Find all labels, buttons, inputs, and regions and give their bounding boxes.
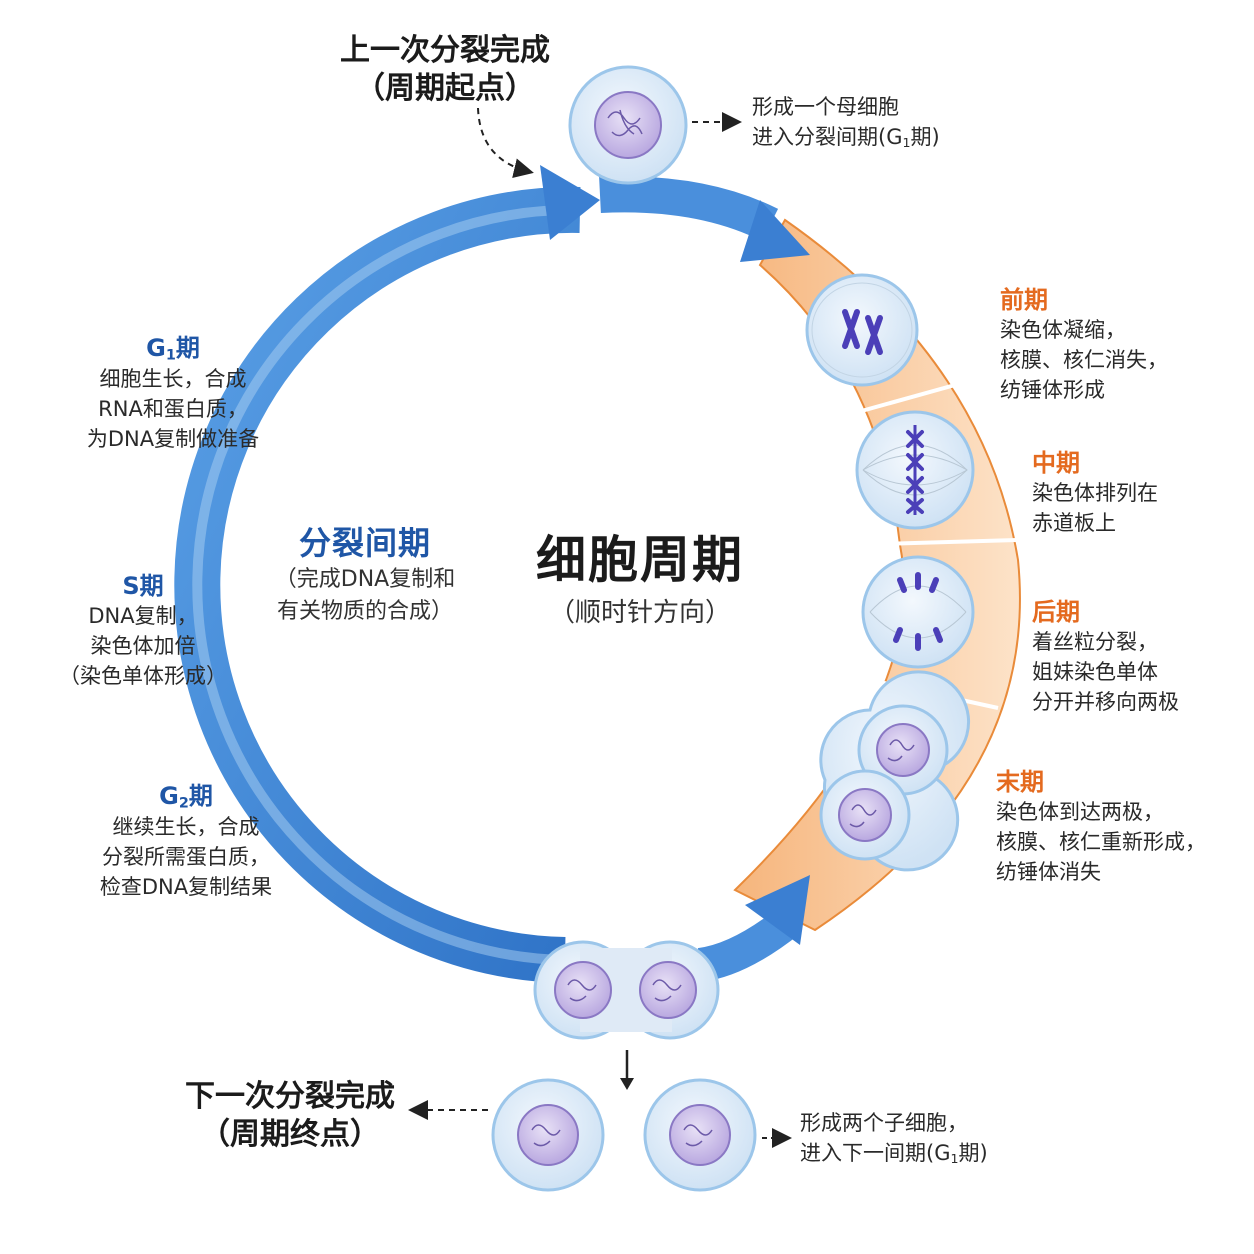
- g1-block: G1期 细胞生长，合成 RNA和蛋白质， 为DNA复制做准备: [50, 328, 296, 454]
- center-title-block: 细胞周期 （顺时针方向）: [520, 520, 760, 629]
- metaphase-desc-line2: 赤道板上: [1032, 511, 1116, 535]
- telophase-label: 末期: [996, 768, 1044, 796]
- s-desc-line1: DNA复制，: [88, 604, 198, 628]
- g2-label: G2期: [159, 782, 213, 812]
- interphase-block: 分裂间期 （完成DNA复制和 有关物质的合成）: [260, 518, 470, 628]
- anaphase-cell: [861, 555, 975, 669]
- daughter-note-line2: 进入下一间期(G1期): [800, 1141, 988, 1167]
- s-block: S期 DNA复制， 染色体加倍 （染色单体形成）: [30, 566, 256, 691]
- daughter-cell-left: [491, 1078, 605, 1192]
- metaphase-desc-line1: 染色体排列在: [1032, 481, 1158, 505]
- prophase-desc-line2: 核膜、核仁消失，: [1000, 348, 1168, 372]
- end-title-line2: （周期终点）: [200, 1117, 380, 1152]
- start-title: 上一次分裂完成 （周期起点）: [330, 32, 560, 108]
- g1-desc-line2: RNA和蛋白质，: [98, 396, 248, 421]
- prophase-label: 前期: [1000, 286, 1048, 314]
- s-label: S期: [122, 572, 164, 600]
- g2-desc-line1: 继续生长，合成: [112, 814, 260, 839]
- mother-note-line2: 进入分裂间期(G1期): [752, 125, 940, 151]
- g1-desc-line3: 为DNA复制做准备: [86, 426, 260, 451]
- daughter-note-line1: 形成两个子细胞，: [800, 1111, 968, 1135]
- mother-cell-note: 形成一个母细胞 进入分裂间期(G1期): [752, 92, 940, 158]
- end-title: 下一次分裂完成 （周期终点）: [175, 1078, 405, 1154]
- interphase-title: 分裂间期: [298, 524, 431, 562]
- dividing-cell: [533, 940, 720, 1040]
- prophase-cell: [805, 273, 919, 387]
- mother-cell: [568, 65, 688, 185]
- g1-desc-line1: 细胞生长，合成: [99, 366, 247, 391]
- anaphase-block: 后期 着丝粒分裂， 姐妹染色单体 分开并移向两极: [1032, 592, 1179, 717]
- anaphase-desc-line1: 着丝粒分裂，: [1032, 630, 1158, 654]
- metaphase-cell: [855, 410, 975, 530]
- mother-note-line1: 形成一个母细胞: [752, 95, 899, 119]
- anaphase-desc-line3: 分开并移向两极: [1032, 690, 1179, 714]
- telophase-cell: [819, 670, 971, 872]
- s-desc-line2: 染色体加倍: [90, 634, 196, 658]
- start-title-line1: 上一次分裂完成: [340, 33, 550, 68]
- daughter-cell-right: [643, 1078, 757, 1192]
- prophase-desc-line3: 纺锤体形成: [1000, 378, 1105, 402]
- center-subtitle: （顺时针方向）: [548, 598, 731, 628]
- end-title-line1: 下一次分裂完成: [185, 1079, 395, 1114]
- band-divider-1: [821, 378, 974, 424]
- g1-label: G1期: [146, 334, 200, 364]
- telophase-block: 末期 染色体到达两极， 核膜、核仁重新形成， 纺锤体消失: [996, 762, 1206, 887]
- daughter-cell-note: 形成两个子细胞， 进入下一间期(G1期): [800, 1108, 988, 1174]
- anaphase-label: 后期: [1032, 598, 1080, 626]
- telophase-desc-line2: 核膜、核仁重新形成，: [996, 830, 1206, 854]
- band-divider-2: [847, 538, 1019, 547]
- g2-block: G2期 继续生长，合成 分裂所需蛋白质， 检查DNA复制结果: [68, 776, 304, 902]
- telophase-desc-line3: 纺锤体消失: [996, 860, 1101, 884]
- arc-arrowhead-top: [540, 165, 600, 240]
- center-title: 细胞周期: [536, 531, 744, 589]
- s-desc-line3: （染色单体形成）: [59, 664, 227, 688]
- telophase-desc-line1: 染色体到达两极，: [996, 800, 1164, 824]
- start-title-line2: （周期起点）: [355, 71, 535, 106]
- prophase-block: 前期 染色体凝缩， 核膜、核仁消失， 纺锤体形成: [1000, 280, 1168, 405]
- g2-desc-line2: 分裂所需蛋白质，: [102, 844, 270, 869]
- metaphase-block: 中期 染色体排列在 赤道板上: [1032, 443, 1158, 538]
- prophase-desc-line1: 染色体凝缩，: [1000, 318, 1126, 342]
- start-pointer: [477, 107, 534, 178]
- metaphase-label: 中期: [1032, 449, 1080, 477]
- interphase-desc-line1: （完成DNA复制和: [274, 567, 456, 592]
- interphase-desc-line2: 有关物质的合成）: [276, 599, 453, 624]
- g2-desc-line3: 检查DNA复制结果: [99, 874, 273, 899]
- anaphase-desc-line2: 姐妹染色单体: [1032, 660, 1158, 684]
- top-connector-arrow: [599, 176, 779, 242]
